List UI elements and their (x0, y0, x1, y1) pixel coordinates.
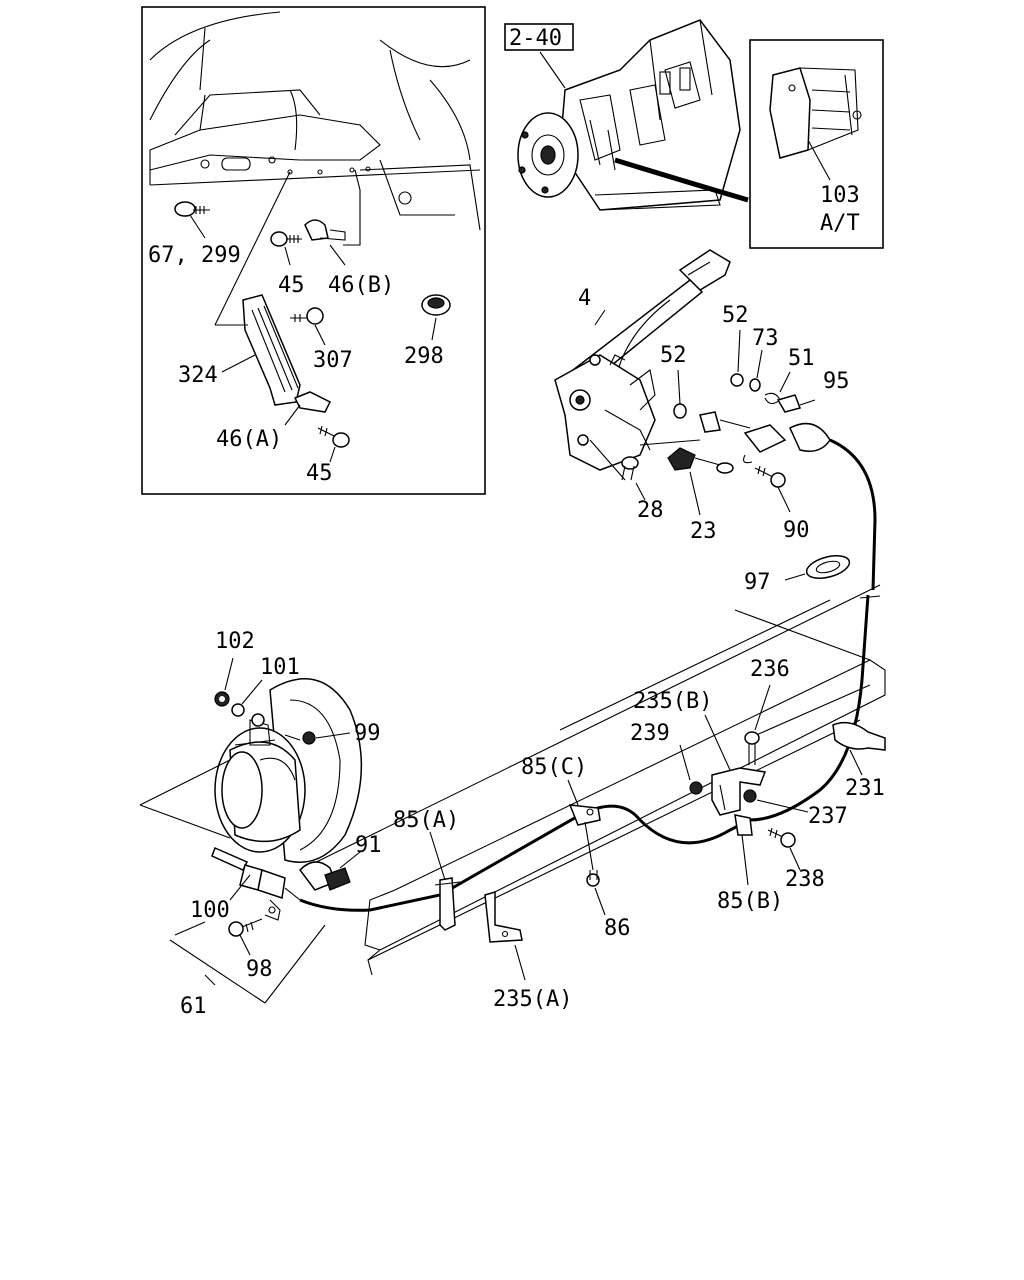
nut-99 (302, 731, 351, 745)
label-97: 97 (744, 570, 771, 595)
inset-bracket-detail (141, 6, 486, 495)
washer-52-and-pin (673, 329, 816, 433)
screw-67-299 (174, 201, 210, 239)
label-238: 238 (785, 867, 825, 892)
bolt-45-top (270, 231, 302, 266)
parking-brake-lever-4 (554, 249, 731, 481)
label-231: 231 (845, 776, 885, 801)
label-99: 99 (354, 721, 381, 746)
clamp-231 (832, 721, 886, 776)
label-95: 95 (823, 369, 850, 394)
bolt-236 (744, 684, 771, 765)
switch-23 (667, 447, 734, 516)
label-67-299: 67, 299 (148, 243, 241, 268)
bolt-90 (754, 465, 791, 513)
label-28: 28 (637, 498, 664, 523)
label-235b: 235(B) (633, 689, 712, 714)
washer-101 (231, 679, 263, 717)
label-101: 101 (260, 655, 300, 680)
label-4: 4 (578, 286, 591, 311)
label-298: 298 (404, 344, 444, 369)
label-61: 61 (180, 994, 207, 1019)
label-324: 324 (178, 363, 218, 388)
clip-85c (567, 779, 601, 871)
body-panel-sketch (149, 11, 481, 231)
nut-102 (214, 657, 234, 707)
label-239: 239 (630, 721, 670, 746)
label-235a: 235(A) (493, 987, 572, 1012)
rear-cable-61 (211, 804, 751, 921)
label-52-b: 52 (660, 343, 687, 368)
leader-61 (169, 921, 326, 1004)
label-85c: 85(C) (521, 755, 587, 780)
inset-frame (141, 6, 486, 495)
label-2-40: 2-40 (509, 26, 562, 51)
part-number-labels: 2-40 103 A/T 67, 299 45 46(B) 298 307 32… (148, 26, 885, 1019)
label-73: 73 (752, 326, 779, 351)
clip-85a (429, 831, 461, 931)
bracket-324 (214, 171, 301, 406)
bolt-28 (621, 456, 646, 501)
nut-239 (679, 744, 703, 795)
bolt-307 (290, 307, 326, 346)
label-91: 91 (355, 833, 382, 858)
label-46a: 46(A) (216, 427, 282, 452)
label-86: 86 (604, 916, 631, 941)
label-51: 51 (788, 346, 815, 371)
frame-rail (299, 584, 886, 976)
label-at: A/T (820, 211, 860, 236)
label-237: 237 (808, 804, 848, 829)
reference-box-2-40 (504, 23, 574, 51)
nut-237 (743, 789, 809, 813)
rear-brake-drum (139, 678, 363, 863)
label-236: 236 (750, 657, 790, 682)
at-inset-frame (749, 39, 884, 249)
label-52-a: 52 (722, 303, 749, 328)
transmission-assembly (504, 19, 749, 211)
clip-46a (284, 391, 332, 426)
label-46b: 46(B) (328, 273, 394, 298)
label-45-top: 45 (278, 273, 305, 298)
bracket-235a (484, 890, 526, 981)
label-85a: 85(A) (393, 808, 459, 833)
bracket-235b (704, 714, 767, 816)
label-100: 100 (190, 898, 230, 923)
label-90: 90 (783, 518, 810, 543)
inset-at-detail (749, 39, 884, 249)
bolt-45-bottom (317, 425, 350, 463)
label-307: 307 (313, 348, 353, 373)
bolt-98 (228, 918, 263, 956)
clip-91 (299, 851, 361, 891)
grommet-97 (784, 555, 851, 581)
label-45-bottom: 45 (306, 461, 333, 486)
bolt-86 (586, 870, 606, 916)
label-85b: 85(B) (717, 889, 783, 914)
grommet-298 (421, 294, 451, 341)
clip-85b (734, 814, 753, 886)
clip-46b (304, 169, 361, 266)
label-102: 102 (215, 629, 255, 654)
front-cable (743, 422, 881, 822)
label-98: 98 (246, 957, 273, 982)
label-23: 23 (690, 519, 717, 544)
bolt-238 (767, 827, 801, 871)
label-103: 103 (820, 183, 860, 208)
